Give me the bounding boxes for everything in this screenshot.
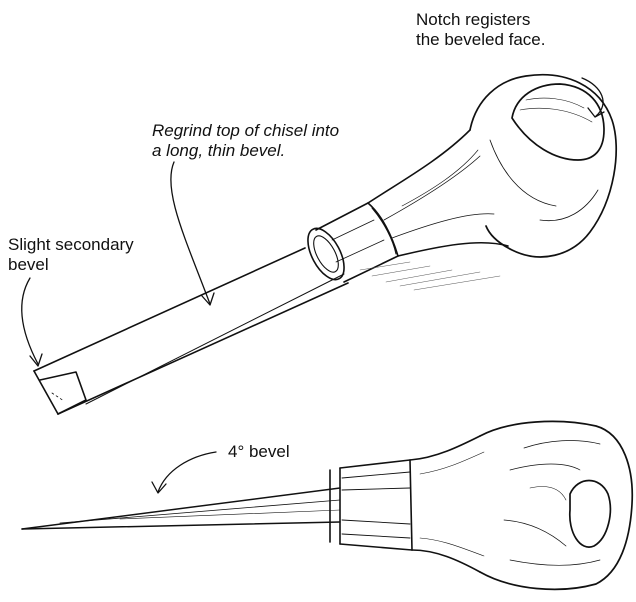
regrind-annotation-line-1: Regrind top of chisel into [152, 121, 339, 141]
secondary-bevel-annotation: Slight secondary bevel [8, 235, 134, 275]
regrind-annotation: Regrind top of chisel into a long, thin … [152, 121, 339, 161]
secondary-bevel-annotation-line-1: Slight secondary [8, 235, 134, 255]
bottom-chisel-knob [480, 421, 632, 589]
secondary-bevel-leader-arrow [22, 278, 38, 364]
notch-annotation-line-2: the beveled face. [416, 30, 545, 50]
secondary-bevel-annotation-line-2: bevel [8, 255, 134, 275]
bevel-angle-annotation: 4° bevel [228, 442, 290, 462]
top-chisel-ferrule [300, 203, 398, 285]
notch-annotation-line-1: Notch registers [416, 10, 545, 30]
top-chisel-shadow [360, 262, 500, 290]
bottom-chisel-blade [22, 488, 340, 529]
bottom-chisel [22, 421, 632, 589]
bottom-chisel-ferrule [330, 460, 412, 550]
regrind-annotation-line-2: a long, thin bevel. [152, 141, 339, 161]
angle-leader-arrow [158, 452, 216, 492]
top-chisel-knob [470, 75, 616, 257]
top-chisel-handle [368, 130, 508, 256]
regrind-leader-arrow [171, 162, 210, 304]
bottom-chisel-handle [410, 436, 484, 572]
notch-annotation: Notch registers the beveled face. [416, 10, 545, 50]
angle-arrowhead-icon [152, 482, 166, 493]
